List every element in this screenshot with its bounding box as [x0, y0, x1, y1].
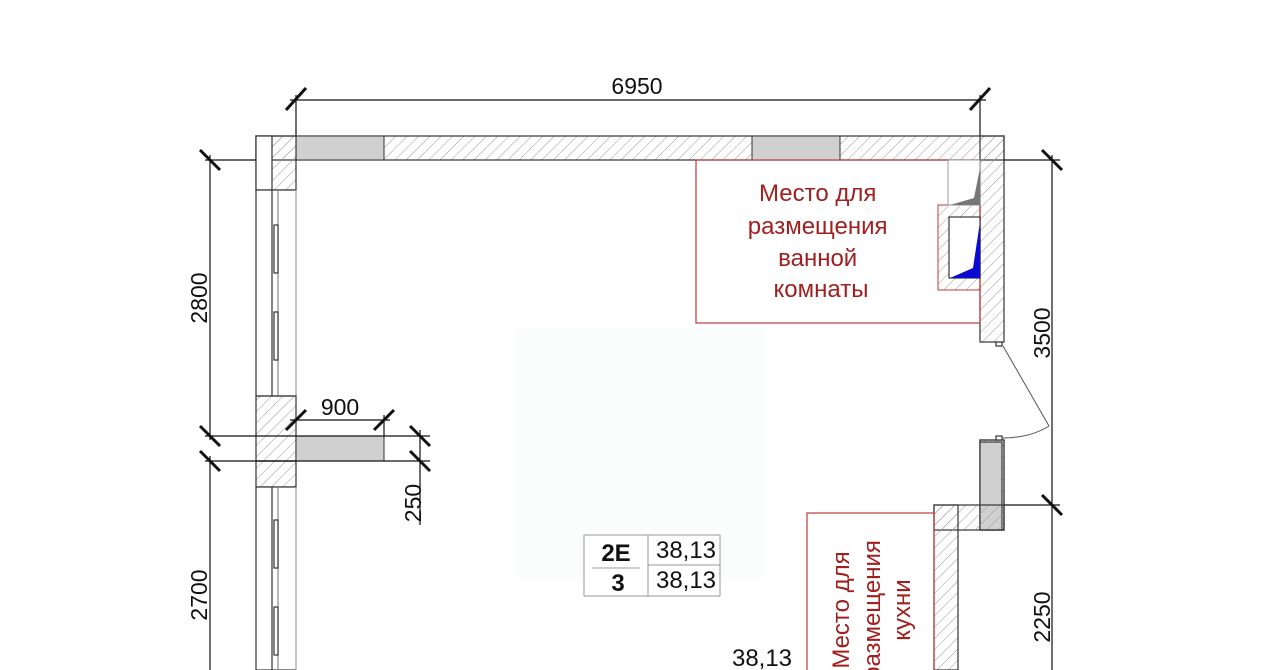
dimension-top-label: 6950 [611, 73, 662, 99]
bathroom-zone: Место для размещения ванной комнаты [695, 159, 981, 324]
dimension-top [284, 86, 992, 136]
dimension-right-upper-label: 3500 [1029, 307, 1055, 358]
bathtub-icon [948, 216, 981, 279]
kitchen-label-line: Место для [828, 551, 855, 668]
area-value: 38,13 [656, 537, 716, 564]
apartment-table: 2Е 38,13 3 38,13 [583, 534, 721, 597]
dimension-right [1004, 148, 1064, 670]
bathroom-label-line: Место для [759, 180, 876, 207]
partition-wall [295, 435, 385, 462]
dimension-left-lower-label: 2700 [186, 569, 212, 620]
wall-column [295, 135, 385, 161]
dimension-right-lower-label: 2250 [1029, 591, 1055, 642]
wall-column [751, 135, 841, 161]
dimension-partition-thickness-label: 250 [400, 484, 426, 522]
kitchen-zone: Место для размещения кухни [806, 512, 935, 670]
top-wall [255, 135, 1005, 161]
room-count: 3 [611, 570, 624, 597]
svg-text:Место для размещения: Место для размещения ванной комнаты [748, 180, 894, 303]
kitchen-label-line: кухни [889, 579, 916, 640]
area-value: 38,13 [656, 567, 716, 594]
bathroom-label-line: ванной [778, 245, 857, 272]
left-wall [255, 135, 297, 670]
door [1001, 345, 1050, 439]
bottom-area-label: 38,13 [732, 645, 792, 670]
kitchen-label-line: размещения [859, 540, 886, 670]
apartment-type: 2Е [601, 540, 630, 567]
dimension-partition-length-label: 900 [321, 394, 359, 420]
dimension-left-upper-label: 2800 [186, 272, 212, 323]
bathroom-label-line: размещения [748, 213, 888, 240]
dimension-left [198, 148, 432, 670]
sink-icon [950, 168, 980, 205]
bathroom-label-line: комнаты [774, 276, 869, 303]
